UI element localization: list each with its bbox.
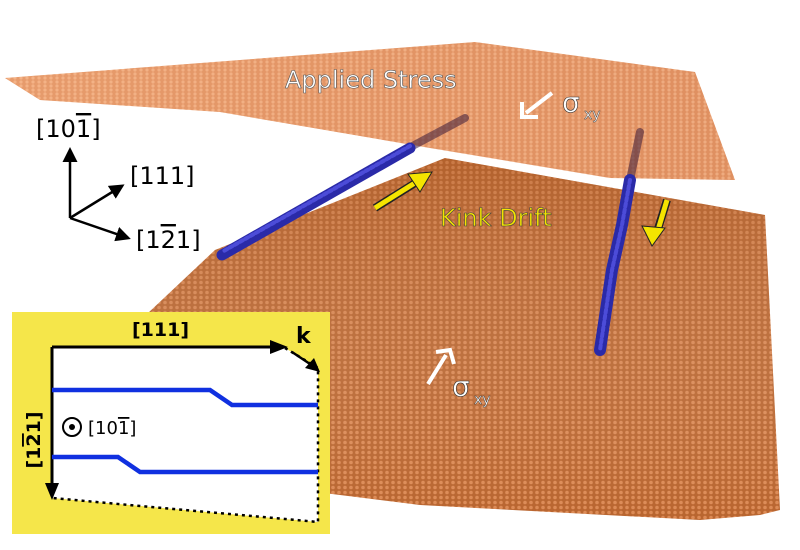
- inset-side-axis-label: [121]: [23, 411, 45, 468]
- inset-top-axis-label: [111]: [132, 319, 189, 341]
- sigma-top-arrow: [520, 91, 554, 119]
- kink-drift-arrow-right: [641, 198, 671, 247]
- kink-drift-arrow-left: [372, 171, 433, 212]
- inset-k-label: k: [296, 324, 312, 349]
- sigma-top-symbol: σ: [562, 86, 580, 119]
- kink-inset-panel: [12, 312, 330, 534]
- axis-diag-label: [111]: [130, 162, 195, 190]
- applied-stress-label: Applied Stress: [285, 66, 457, 94]
- axis-right-label: [121]: [136, 226, 201, 254]
- axis-right-arrow: [69, 216, 131, 242]
- axis-up-label: [101]: [36, 115, 101, 143]
- top-atom-plane: [5, 42, 735, 180]
- sigma-bottom-arrow: [426, 347, 456, 386]
- inset-out-of-plane-label: [101]: [88, 418, 136, 439]
- crystal-axes-triad: [62, 147, 131, 242]
- sigma-top-subscript: xy: [584, 107, 601, 123]
- dislocation-line-right: [594, 128, 644, 356]
- dislocation-line-left: [216, 114, 469, 261]
- sigma-bottom-subscript: xy: [474, 392, 491, 408]
- axis-diag-arrow: [69, 184, 125, 220]
- inset-dislocation-upper: [52, 387, 318, 408]
- out-of-plane-icon: [62, 417, 82, 437]
- kink-drift-label: Kink Drift: [440, 204, 552, 232]
- inset-dislocation-lower: [52, 454, 318, 475]
- sigma-bottom-symbol: σ: [452, 370, 470, 403]
